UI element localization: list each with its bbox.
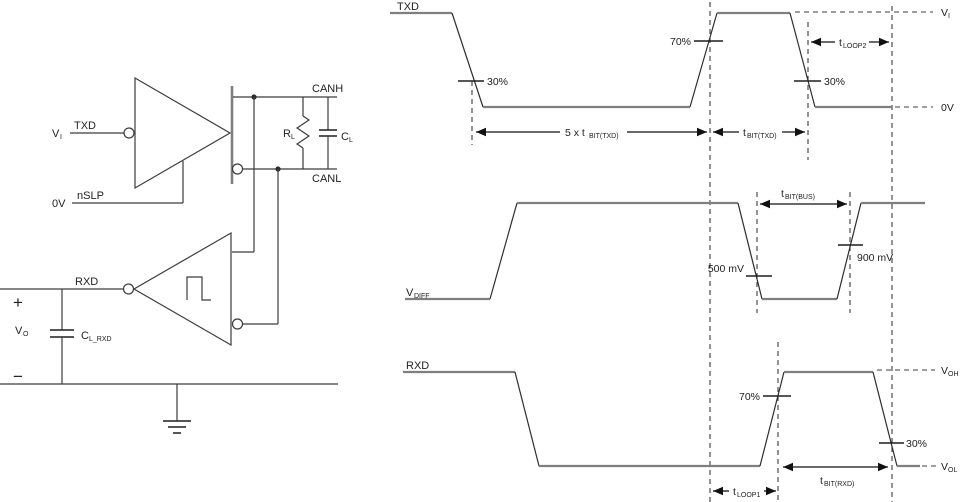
bus-load-network bbox=[231, 94, 337, 175]
circuit-diagram: V I TXD 0V nSLP CANH CANL R L C L bbox=[0, 76, 353, 434]
rxd-waveform bbox=[403, 369, 937, 468]
rxd-fall-1 bbox=[514, 371, 540, 467]
vol-level-label-sub: OL bbox=[948, 467, 957, 474]
vo-label-sub: O bbox=[23, 331, 29, 338]
driver-buffer bbox=[70, 76, 234, 204]
txd-30pct-label-1: 30% bbox=[487, 76, 508, 88]
txd-pin-label: TXD bbox=[74, 120, 96, 132]
vertical-reference-lines bbox=[471, 2, 893, 502]
txd-fall-1 bbox=[451, 12, 484, 108]
canl-output-bubble bbox=[231, 163, 244, 175]
receiver-output-bubble bbox=[122, 283, 135, 295]
clrxd-label: C bbox=[81, 330, 89, 342]
vdiff-waveform bbox=[405, 201, 925, 301]
five-tbit-label-sub: BIT(TXD) bbox=[589, 133, 619, 140]
vdiff-row-label: V bbox=[406, 287, 414, 299]
tbit-rxd-label: t bbox=[820, 475, 823, 487]
cl-label: C bbox=[341, 131, 349, 143]
vdiff-900mv-label: 900 mV bbox=[857, 252, 893, 264]
voh-level-label-sub: OH bbox=[948, 371, 959, 378]
cl-label-sub: L bbox=[349, 137, 353, 144]
clrxd-label-sub: L_RXD bbox=[89, 336, 112, 343]
voh-level-label: V bbox=[941, 365, 948, 377]
rxd-fall-2 bbox=[872, 371, 898, 467]
polarity-minus-sign: − bbox=[13, 367, 23, 386]
polarity-plus-sign: + bbox=[13, 293, 23, 312]
vo-label: V bbox=[15, 325, 23, 337]
rxd-70pct-label: 70% bbox=[739, 391, 760, 403]
vi-label-sub: I bbox=[60, 134, 62, 141]
timing-diagram: TXD 30% 70% 30% V I 0V t LOOP2 5 x t BIT… bbox=[390, 1, 959, 502]
receiver-buffer bbox=[0, 97, 279, 347]
vdiff-500mv-label: 500 mV bbox=[708, 263, 744, 275]
receiver-triangle bbox=[132, 231, 232, 347]
tbit-txd-label: t bbox=[743, 127, 746, 139]
tbit-bus-label: t bbox=[781, 188, 784, 200]
vol-level-label: V bbox=[941, 461, 948, 473]
txd-70pct-label: 70% bbox=[670, 36, 691, 48]
driver-input-bubble bbox=[123, 127, 135, 139]
zerov-label: 0V bbox=[52, 198, 66, 210]
canl-label: CANL bbox=[312, 173, 341, 185]
txd-30pct-label-2: 30% bbox=[824, 76, 845, 88]
receiver-input-bubble bbox=[231, 318, 244, 330]
rl-label-sub: L bbox=[291, 134, 295, 141]
rxd-rise bbox=[759, 371, 785, 467]
vdiff-row-label-sub: DIFF bbox=[414, 293, 430, 300]
rxd-row-label: RXD bbox=[406, 360, 429, 372]
tbit-bus-label-sub: BIT(BUS) bbox=[785, 194, 815, 201]
five-tbit-label: 5 x t bbox=[565, 127, 585, 139]
txd-row-label: TXD bbox=[397, 1, 419, 13]
tloop2-label: t bbox=[839, 37, 842, 49]
vdiff-rise-2 bbox=[836, 202, 862, 300]
rxd-pin-label: RXD bbox=[75, 276, 98, 288]
canh-label: CANH bbox=[312, 83, 343, 95]
vi-level-label-sub: I bbox=[948, 13, 950, 20]
rxd-load-ground bbox=[0, 289, 338, 434]
vi-level-label: V bbox=[941, 7, 948, 19]
tloop1-label-sub: LOOP1 bbox=[737, 492, 760, 499]
vi-label: V bbox=[52, 128, 60, 140]
driver-triangle bbox=[134, 76, 232, 190]
rl-label: R bbox=[283, 128, 291, 140]
txd-rise bbox=[689, 12, 718, 108]
txd-fall-2 bbox=[789, 12, 816, 108]
hysteresis-icon bbox=[186, 276, 211, 301]
zerov-level-label: 0V bbox=[941, 102, 954, 114]
vdiff-rise-1 bbox=[489, 202, 518, 300]
tloop1-label: t bbox=[733, 486, 736, 498]
vdiff-fall bbox=[737, 202, 763, 300]
tbit-rxd-label-sub: BIT(RXD) bbox=[824, 481, 854, 488]
txd-waveform bbox=[390, 11, 933, 109]
nslp-pin-label: nSLP bbox=[77, 190, 104, 202]
tloop2-label-sub: LOOP2 bbox=[843, 43, 866, 50]
tbit-txd-label-sub: BIT(TXD) bbox=[747, 133, 777, 140]
rl-resistor-zigzag bbox=[295, 115, 311, 149]
rxd-30pct-label: 30% bbox=[906, 438, 927, 450]
